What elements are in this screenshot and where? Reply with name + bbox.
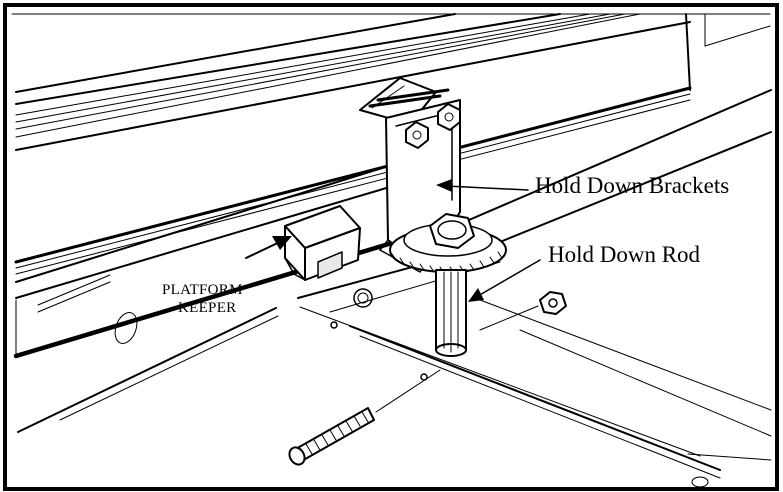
long-bolt bbox=[288, 407, 375, 466]
label-hold-down-brackets: Hold Down Brackets bbox=[535, 173, 729, 198]
platform-keeper-block bbox=[284, 205, 361, 281]
hold-down-rod bbox=[435, 269, 467, 357]
platform-deck bbox=[13, 13, 772, 359]
label-platform-keeper-line1: PLATFORM bbox=[162, 282, 243, 298]
label-platform-keeper-line2: KEEPER bbox=[178, 300, 236, 316]
label-hold-down-rod: Hold Down Rod bbox=[548, 242, 701, 267]
leader-lines bbox=[245, 179, 541, 413]
hold-down-bracket bbox=[359, 77, 507, 274]
loose-hex-nut bbox=[539, 291, 567, 315]
